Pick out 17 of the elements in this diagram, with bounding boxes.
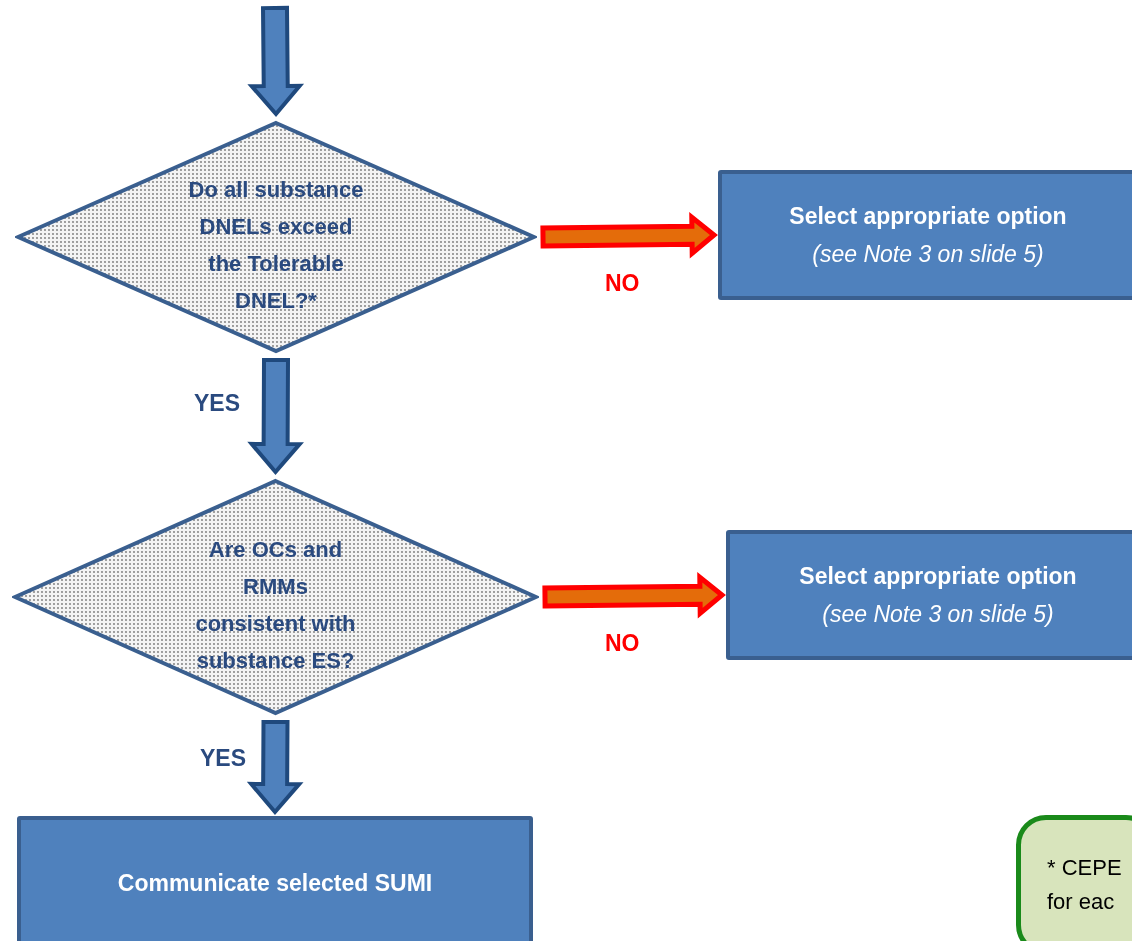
block-arrow: [247, 357, 304, 476]
block-arrow: [246, 719, 304, 816]
process-box: [726, 530, 1132, 660]
box-note: (see Note 3 on slide 5): [822, 600, 1054, 629]
decision-question: Are OCs and RMMs consistent with substance ES?: [194, 536, 357, 675]
box-title: Select appropriate option: [799, 562, 1077, 591]
block-arrow: [540, 212, 718, 259]
block-arrow: [542, 572, 726, 619]
process-box: [17, 816, 533, 941]
note-text: * CEPE for eac: [1047, 854, 1123, 916]
block-arrow: [247, 5, 305, 118]
box-note: (see Note 3 on slide 5): [812, 240, 1044, 269]
box-title: Select appropriate option: [789, 202, 1067, 231]
note-box: [1016, 815, 1132, 941]
process-box: [718, 170, 1132, 300]
decision-question: Do all substance DNELs exceed the Tolerable DNEL?*: [187, 176, 365, 315]
box-title: Communicate selected SUMI: [117, 869, 433, 898]
